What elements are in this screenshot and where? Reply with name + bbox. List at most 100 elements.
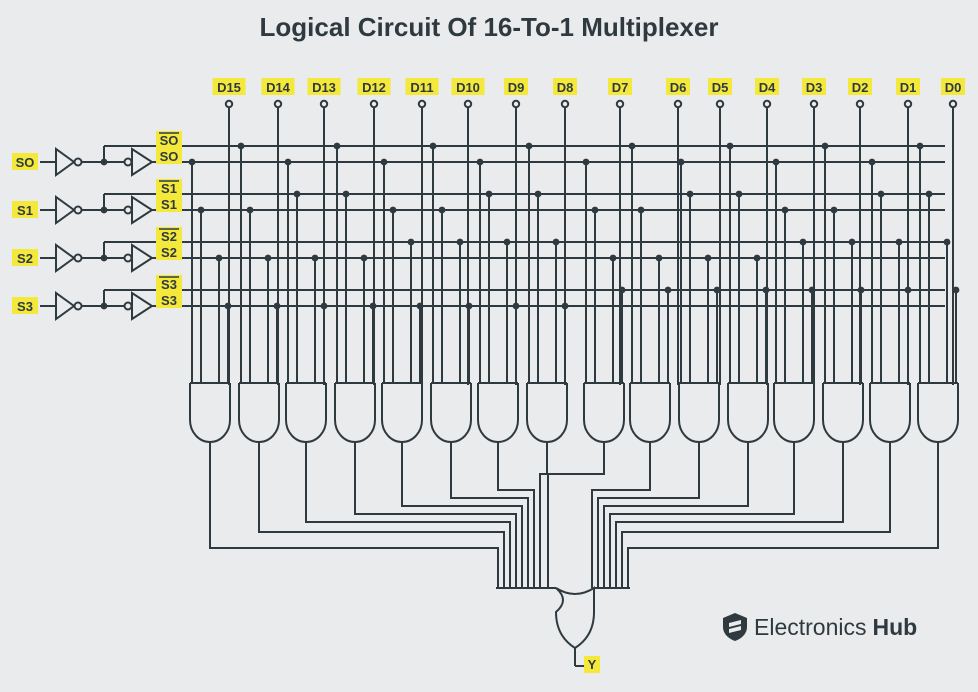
select-line-label: S1 [156, 179, 182, 196]
label-highlight [156, 227, 182, 244]
gate-output-wire [621, 442, 891, 588]
junction-dot [609, 254, 617, 262]
select-line-label: S3 [156, 275, 182, 292]
data-input-terminal [273, 99, 283, 109]
select-input-label: S2 [12, 249, 38, 266]
junction-dot [369, 302, 377, 310]
label-text: S2 [161, 229, 177, 244]
data-input-terminal [511, 99, 521, 109]
inverter-gate [55, 147, 76, 177]
gate-output-wire [609, 442, 795, 588]
data-input-label: D7 [608, 78, 632, 95]
junction-dot [830, 206, 838, 214]
label-highlight [156, 291, 182, 308]
junction-dot [952, 286, 960, 294]
label-text: D1 [900, 80, 917, 95]
select-input-label: S1 [12, 201, 38, 218]
and-gate [477, 383, 519, 443]
data-input-label: D0 [941, 78, 965, 95]
junction-dot [293, 190, 301, 198]
select-line-label: S2 [156, 227, 182, 244]
junction-dot [582, 158, 590, 166]
junction-dot [799, 238, 807, 246]
gate-output-wire [597, 442, 700, 588]
label-text: D14 [266, 80, 291, 95]
label-text: S1 [161, 197, 177, 212]
junction-dot [100, 158, 108, 166]
data-input-label: D9 [504, 78, 528, 95]
and-gate [727, 383, 769, 443]
gate-output-wire [591, 442, 651, 588]
label-text: D0 [945, 80, 962, 95]
junction-dot [848, 238, 856, 246]
data-input-label: D10 [451, 78, 485, 95]
label-text: S2 [161, 245, 177, 260]
select-line-label: SO [156, 131, 182, 148]
junction-dot [429, 142, 437, 150]
and-gate [334, 383, 376, 443]
select-line-label: S3 [156, 291, 182, 308]
data-input-label: D6 [666, 78, 690, 95]
data-input-terminal [417, 99, 427, 109]
junction-dot [237, 142, 245, 150]
label-highlight [896, 78, 920, 95]
junction-dot [552, 238, 560, 246]
gate-output-wire [547, 442, 605, 588]
junction-dot [904, 286, 912, 294]
label-text: D2 [852, 80, 869, 95]
data-input-terminal [809, 99, 819, 109]
brand-name-light: Electronics [754, 613, 867, 640]
label-text: D8 [557, 80, 574, 95]
label-text: D13 [312, 80, 336, 95]
label-text: S1 [17, 203, 33, 218]
data-input-terminal [673, 99, 683, 109]
label-text: S2 [17, 251, 33, 266]
label-highlight [755, 78, 779, 95]
label-text: SO [160, 133, 179, 148]
and-gate [629, 383, 671, 443]
inverter-bubble [73, 301, 83, 311]
junction-dot [476, 158, 484, 166]
data-input-label: D14 [261, 78, 295, 95]
buffer-gate [131, 195, 154, 225]
label-highlight [12, 153, 38, 170]
junction-dot [637, 206, 645, 214]
and-gate [285, 383, 327, 443]
junction-dot [686, 190, 694, 198]
junction-dot [284, 158, 292, 166]
junction-dot [215, 254, 223, 262]
label-highlight [405, 78, 439, 95]
data-input-terminal [855, 99, 865, 109]
data-input-label: D5 [708, 78, 732, 95]
label-highlight [941, 78, 965, 95]
junction-dot [224, 302, 232, 310]
and-gate [773, 383, 815, 443]
label-highlight [12, 249, 38, 266]
junction-dot [925, 190, 933, 198]
label-text: D11 [410, 80, 433, 95]
label-text: SO [160, 149, 179, 164]
inverter-bubble [73, 157, 83, 167]
junction-dot [438, 206, 446, 214]
data-input-terminal [762, 99, 772, 109]
junction-dot [407, 238, 415, 246]
label-highlight [451, 78, 485, 95]
junction-dot [713, 286, 721, 294]
junction-dot [380, 158, 388, 166]
label-text: D3 [806, 80, 823, 95]
data-input-label: D3 [802, 78, 826, 95]
label-text: D10 [456, 80, 480, 95]
label-highlight [357, 78, 391, 95]
gate-output-wire [539, 442, 548, 588]
label-highlight [708, 78, 732, 95]
junction-dot [273, 302, 281, 310]
and-gate [381, 383, 423, 443]
junction-dot [333, 142, 341, 150]
junction-dot [628, 142, 636, 150]
label-highlight [156, 131, 182, 148]
inverter-bubble [73, 205, 83, 215]
output-label: Y [584, 656, 600, 673]
data-input-label: D13 [307, 78, 341, 95]
label-text: D6 [670, 80, 687, 95]
